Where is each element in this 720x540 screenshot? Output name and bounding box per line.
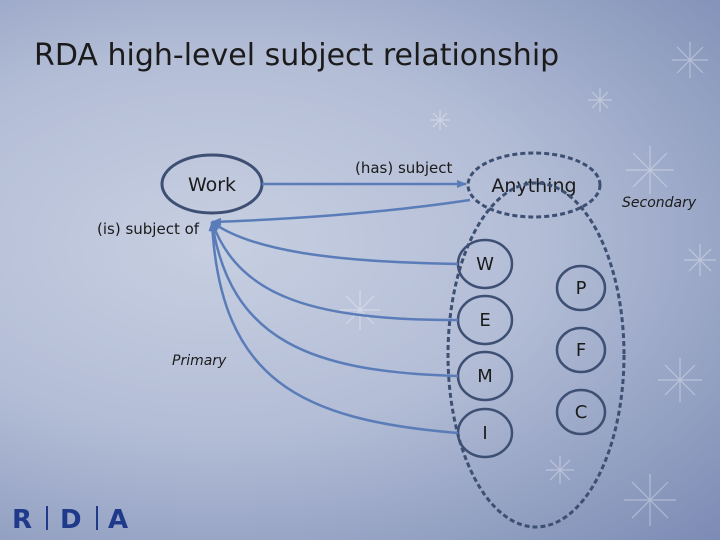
f-label: F [576,340,586,361]
work-label: Work [188,174,236,196]
rda-logo-letter-a: A [108,505,128,532]
rda-logo-divider-2 [96,506,98,530]
is-subject-of-arrow-w [211,220,459,266]
w-label: W [476,254,494,275]
c-label: C [575,402,588,423]
secondary-label: Secondary [622,195,697,211]
e-label: E [479,310,490,331]
is-subject-of-label: (is) subject of [97,220,200,238]
c-node [555,388,607,436]
entity-group-ellipse [446,181,626,529]
anything-node [466,151,602,219]
primary-label: Primary [172,353,227,369]
is-subject-of-arrow-i [208,221,459,435]
is-subject-of-arrow-m [209,221,459,378]
anything-label: Anything [491,175,576,197]
page-title: RDA high-level subject relationship [34,38,560,73]
has-subject-label: (has) subject [355,159,452,177]
rda-logo-letter-d: D [60,505,82,532]
rda-logo-letter-r: R [12,505,32,532]
f-node [555,326,607,374]
p-label: P [576,278,587,299]
is-subject-of-arrow-e [210,221,459,322]
p-node [555,264,607,312]
i-label: I [482,423,487,444]
is-subject-of-arrow-anything [211,198,471,226]
m-label: M [477,366,493,387]
rda-logo-divider-1 [46,506,48,530]
rda-logo: R D A [12,505,128,532]
